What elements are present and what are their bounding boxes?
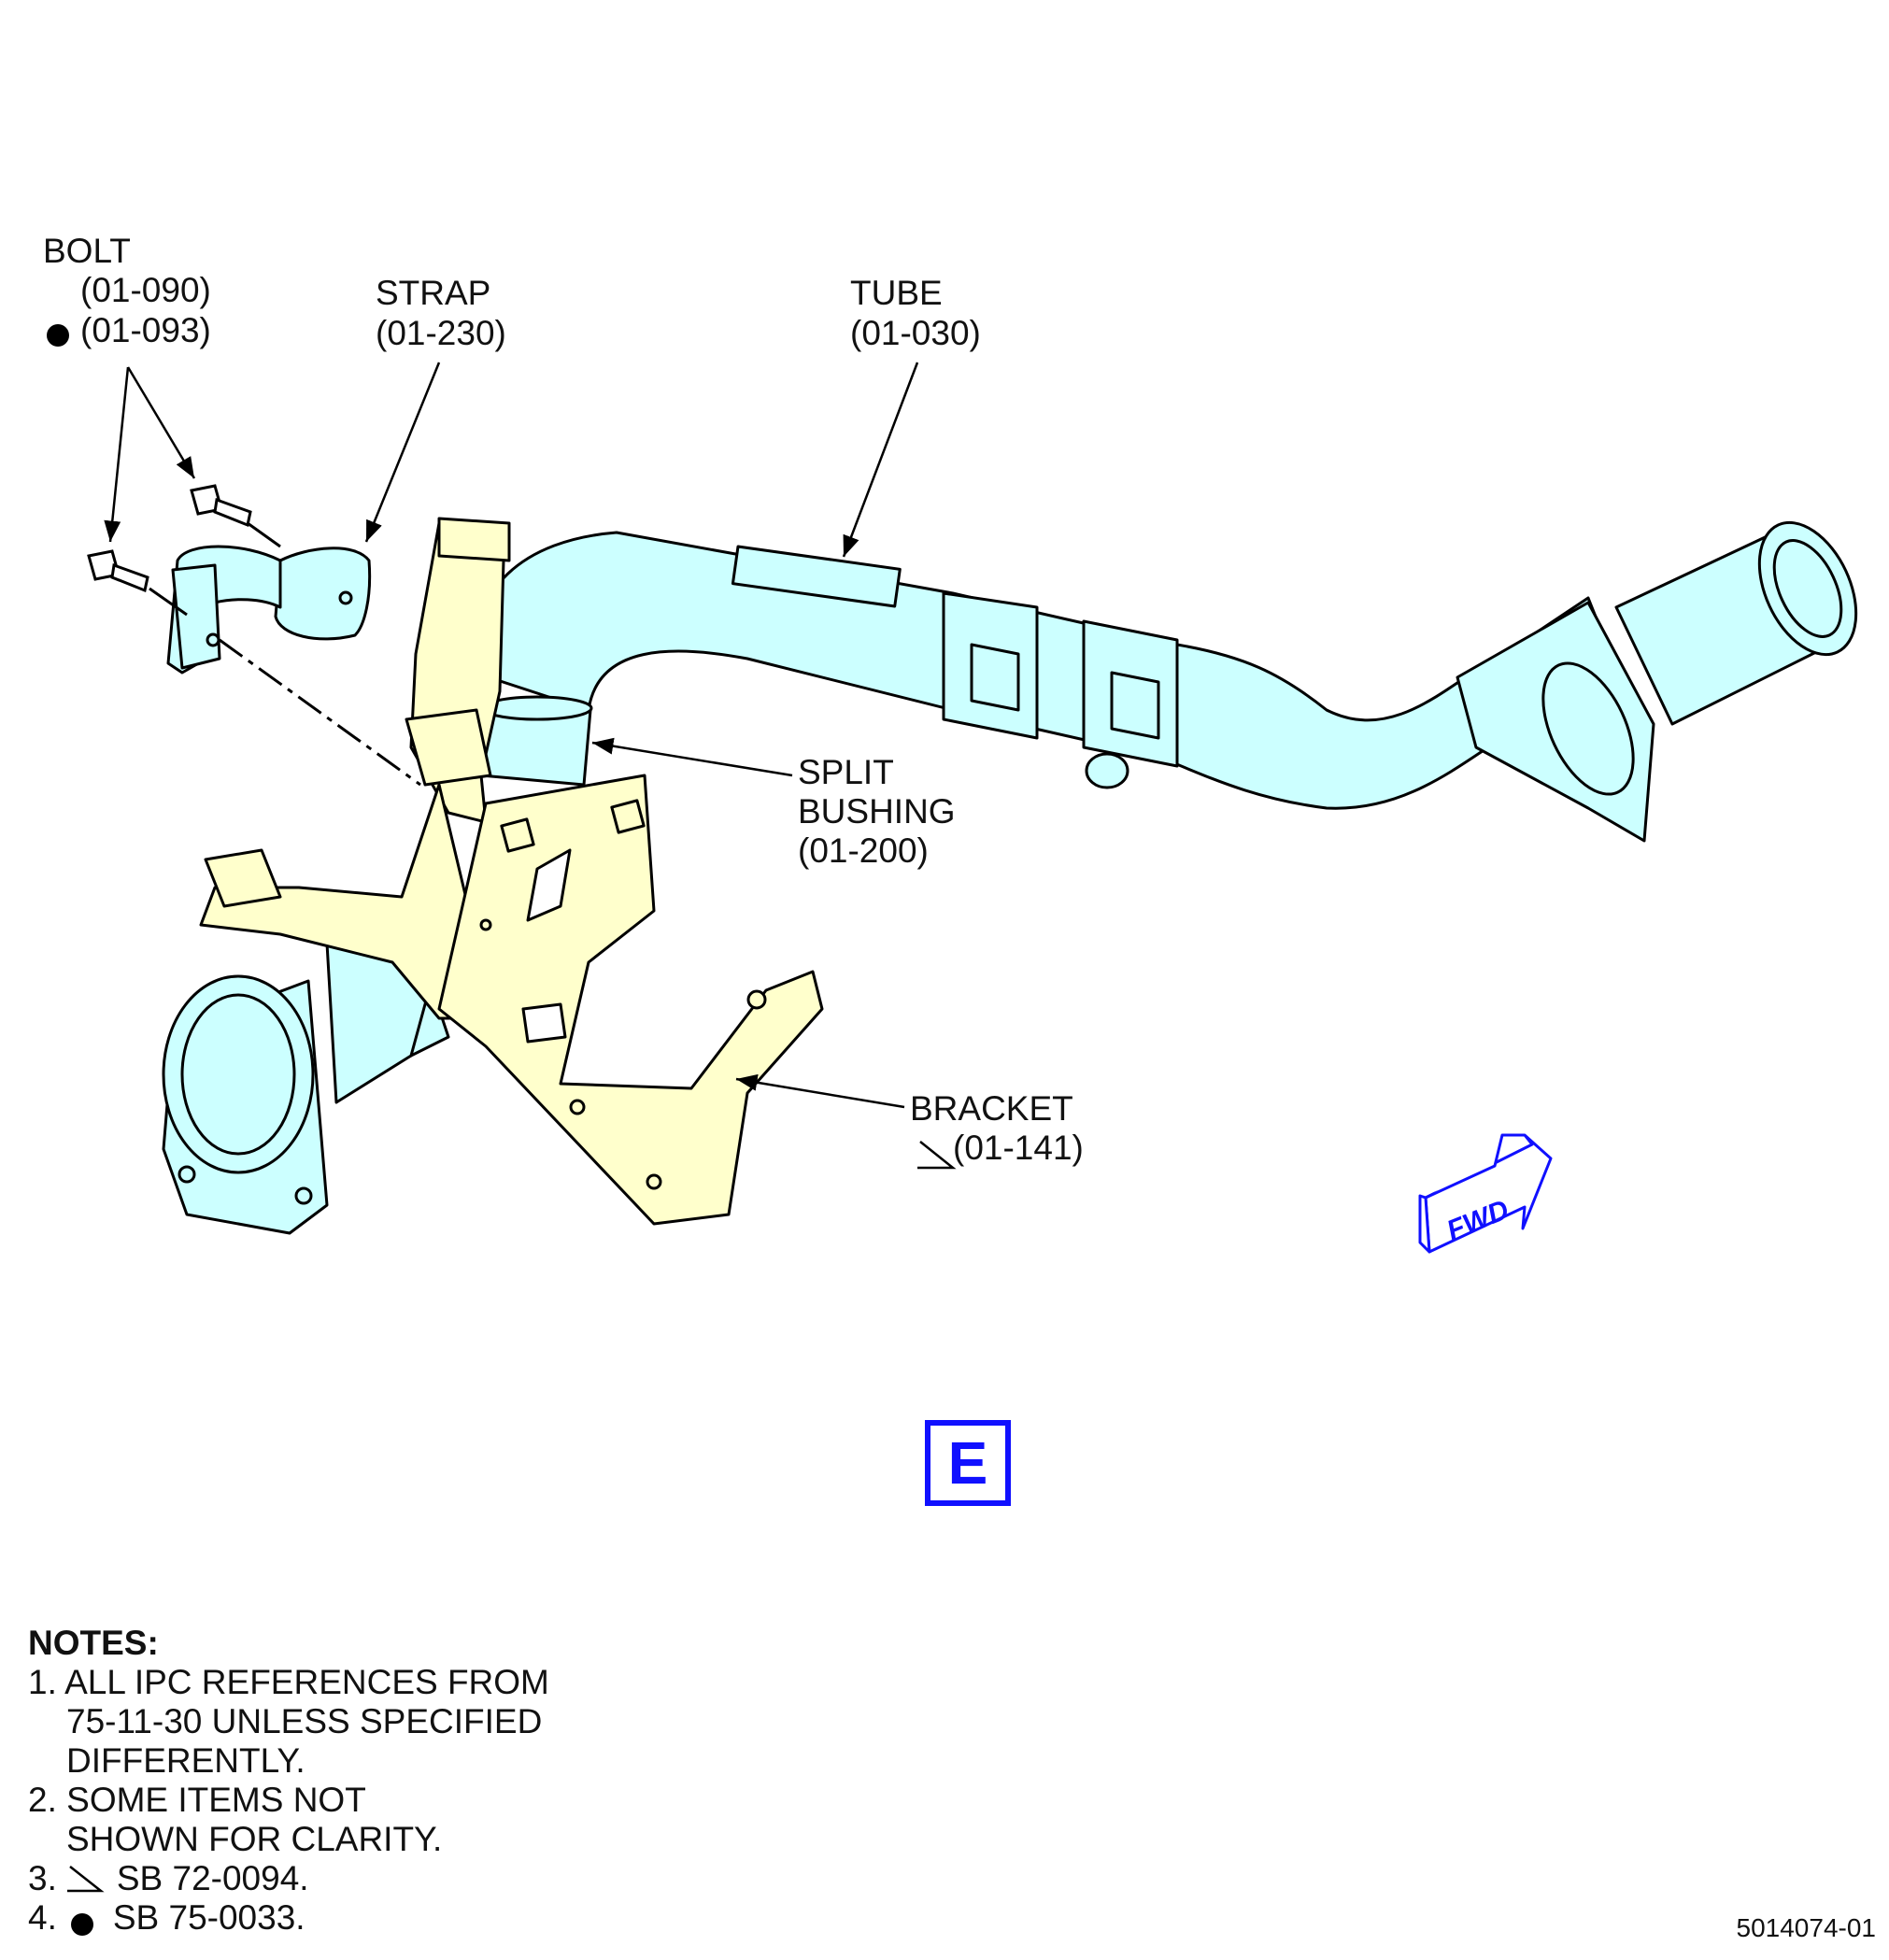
note-1: 1. ALL IPC REFERENCES FROM <box>28 1663 549 1701</box>
bracket-ref: (01-141) <box>953 1129 1084 1167</box>
bolt-ref-1: (01-090) <box>80 271 211 309</box>
note-2: 2. SOME ITEMS NOT <box>28 1781 366 1819</box>
figure-number: 5014074-01 <box>1736 1913 1876 1942</box>
bushing-ref: (01-200) <box>798 831 929 870</box>
triangle-flag-icon-note <box>67 1866 105 1893</box>
bracket <box>199 517 824 1226</box>
filled-circle-icon <box>47 324 69 347</box>
note-4-number: 4. <box>28 1898 57 1937</box>
note-4-text: SB 75-0033. <box>112 1898 305 1937</box>
assembly-centerline <box>219 638 421 787</box>
strap-label: STRAP <box>376 274 491 312</box>
leader-lines <box>104 362 919 1109</box>
tube-label: TUBE <box>850 274 943 312</box>
note-2-line-2: SHOWN FOR CLARITY. <box>66 1820 443 1858</box>
bracket-label: BRACKET <box>910 1089 1073 1128</box>
note-1-line-2: 75-11-30 UNLESS SPECIFIED <box>66 1702 543 1740</box>
bolts <box>87 484 252 593</box>
bolt-label: BOLT <box>43 232 131 270</box>
strap-ref: (01-230) <box>376 314 506 352</box>
bolt-ref-2: (01-093) <box>80 311 211 349</box>
split-bushing <box>479 695 593 787</box>
view-letter-box: E <box>925 1420 1011 1506</box>
split-label: SPLIT <box>798 753 894 791</box>
bushing-label: BUSHING <box>798 792 956 831</box>
tube <box>162 520 1858 1235</box>
note-1-line-3: DIFFERENTLY. <box>66 1741 305 1780</box>
note-3: 3. SB 72-0094. <box>28 1859 549 1898</box>
notes-title: NOTES: <box>28 1624 159 1662</box>
tube-ref: (01-030) <box>850 314 981 352</box>
notes-block: NOTES: 1. ALL IPC REFERENCES FROM 75-11-… <box>28 1624 549 1938</box>
strap <box>166 545 372 675</box>
filled-circle-icon-note <box>71 1913 93 1936</box>
note-3-number: 3. <box>28 1859 57 1897</box>
triangle-flag-icon <box>917 1141 957 1170</box>
assembly-centerline-3 <box>247 521 281 548</box>
fwd-arrow-icon: FWD <box>1418 1133 1553 1254</box>
assembly-centerline-2 <box>149 587 188 617</box>
note-3-text: SB 72-0094. <box>116 1859 309 1897</box>
note-4: 4. SB 75-0033. <box>28 1898 549 1938</box>
